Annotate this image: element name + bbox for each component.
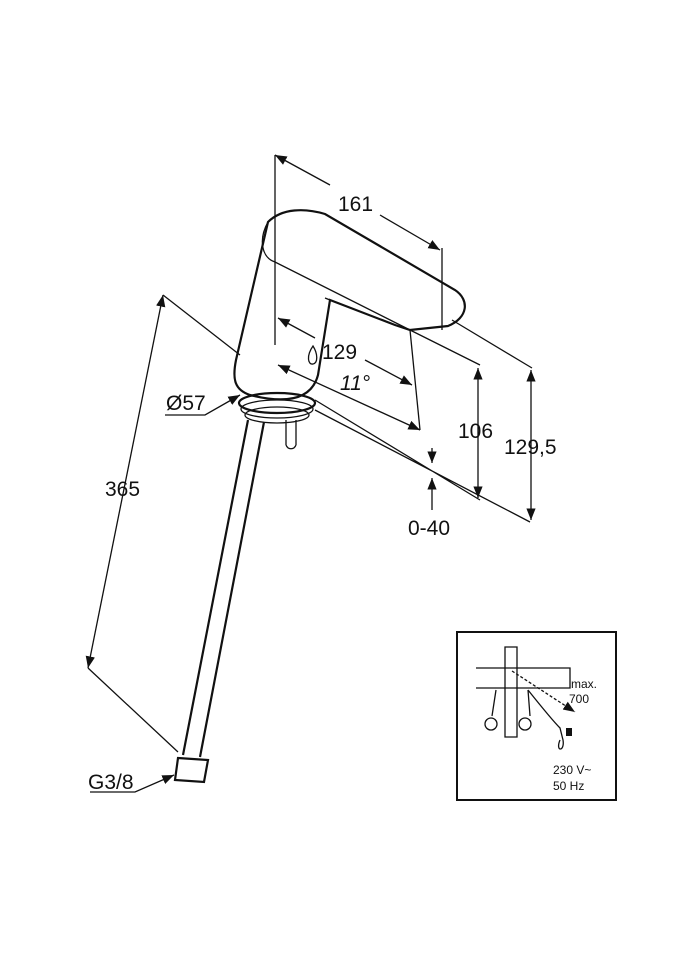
dim-total-height-label: 129,5 (504, 436, 557, 459)
dim-base-diameter-label: Ø57 (166, 392, 206, 415)
mounting-nut (237, 391, 317, 450)
dim-adjust-range-label: 0-40 (408, 517, 450, 540)
inset-voltage: 230 V~ (553, 763, 591, 777)
dim-angle-label: 11° (340, 372, 370, 395)
inset-max-value: 700 (569, 692, 589, 706)
supply-hose (173, 419, 266, 784)
inset-frequency: 50 Hz (553, 779, 584, 793)
inset-max-label: max. (571, 677, 597, 691)
dim-length-label: 161 (338, 193, 373, 216)
dim-connection-label: G3/8 (88, 771, 134, 794)
installation-inset: max. 700 230 V~ 50 Hz (456, 631, 617, 801)
dim-hose-length-label: 365 (105, 478, 140, 501)
faucet-body (233, 209, 466, 431)
water-drop-icon (307, 344, 318, 365)
dim-spout-height-label: 106 (458, 420, 493, 443)
dim-reach-label: 129 (322, 341, 357, 364)
